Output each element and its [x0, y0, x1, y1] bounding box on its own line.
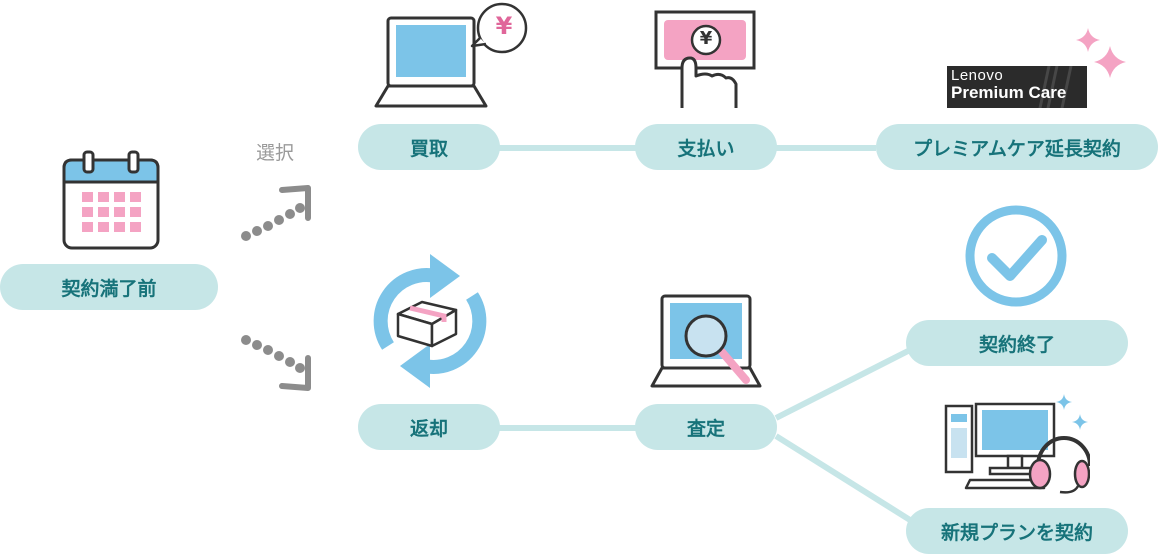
node-assessment: 査定	[635, 404, 777, 450]
connector-assessment-newplan	[774, 433, 912, 523]
return-cycle-icon	[373, 254, 487, 388]
yen-symbol-bubble: ¥	[495, 12, 513, 40]
connector-assessment-end	[774, 347, 912, 421]
node-buyback: 買取	[358, 124, 500, 170]
select-label: 選択	[256, 142, 295, 164]
payment-hand-icon	[654, 10, 756, 108]
dotted-arrow-icon-up	[241, 185, 311, 241]
node-payment: 支払い	[635, 124, 777, 170]
node-new-plan: 新規プランを契約	[906, 508, 1128, 554]
laptop-yen-icon	[374, 2, 528, 108]
node-contract-end: 契約終了	[906, 320, 1128, 366]
node-start: 契約満了前	[0, 264, 218, 310]
lenovo-premium-care-logo: Lenovo Premium Care	[947, 66, 1087, 108]
sparkle-icon	[1076, 28, 1126, 78]
brand-line1: Lenovo	[951, 67, 1004, 84]
brand-line2: Premium Care	[951, 83, 1067, 102]
yen-symbol-coin: ¥	[699, 28, 713, 49]
dotted-arrow-icon-down	[241, 335, 311, 391]
calendar-icon	[62, 150, 160, 250]
node-premium-extension: プレミアムケア延長契約	[876, 124, 1158, 170]
node-return: 返却	[358, 404, 500, 450]
pc-headset-icon	[944, 394, 1090, 494]
laptop-magnifier-icon	[650, 294, 762, 388]
check-circle-icon	[965, 205, 1067, 307]
